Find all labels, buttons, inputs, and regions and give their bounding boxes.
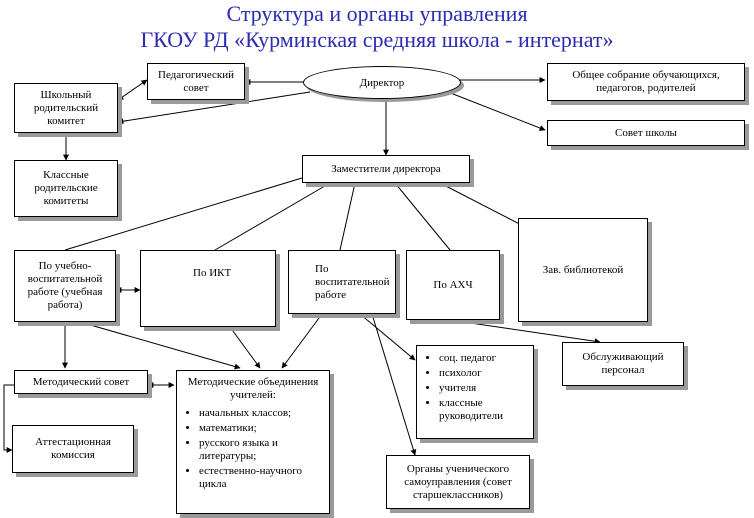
class-parent-committees-box: Классные родительские комитеты — [14, 160, 118, 217]
social-staff-item: классные руководители — [439, 397, 527, 423]
ped-council-label: Педагогический совет — [158, 68, 234, 94]
upbringing-box: По воспитательной работе — [288, 250, 396, 314]
social-staff-list: соц. педагог психолог учителя классные р… — [423, 352, 527, 423]
ikt-box: По ИКТ — [140, 250, 276, 327]
deputies-box: Заместители директора — [302, 155, 470, 183]
general-meeting-label: Общее собрание обучающихся, педагогов, р… — [572, 69, 720, 94]
diagram-title-line-1: Структура и органы управления — [226, 1, 528, 26]
class-parent-committees-label: Классные родительские комитеты — [34, 169, 98, 207]
ikt-label: По ИКТ — [193, 267, 232, 279]
method-assoc-item: русского языка и литературы; — [199, 437, 323, 463]
method-assoc-heading: Методические объединения учителей: — [187, 376, 319, 401]
method-assoc-item: естественно-научного цикла — [199, 465, 323, 491]
method-assoc-item: начальных классов; — [199, 407, 323, 420]
upbringing-label: По воспитательной работе — [315, 263, 390, 301]
school-council-label: Совет школы — [615, 126, 677, 139]
diagram-title-line-2: ГКОУ РД «Курминская средняя школа - инте… — [140, 27, 614, 52]
attestation-box: Аттестационная комиссия — [12, 425, 134, 473]
ahch-box: По АХЧ — [406, 250, 500, 320]
school-council-box: Совет школы — [547, 120, 745, 146]
student-gov-label: Органы ученического самоуправления (сове… — [404, 462, 512, 501]
director-node: Директор — [303, 66, 461, 99]
parent-committee-box: Школьный родительский комитет — [14, 83, 118, 133]
general-meeting-box: Общее собрание обучающихся, педагогов, р… — [547, 63, 745, 101]
method-council-box: Методический совет — [14, 370, 148, 394]
parent-committee-label: Школьный родительский комитет — [33, 88, 99, 127]
social-staff-item: психолог — [439, 367, 527, 380]
method-assoc-list: начальных классов; математики; русского … — [183, 407, 323, 491]
edu-work-box: По учебно-воспитательной работе (учебная… — [14, 250, 116, 322]
social-staff-item: учителя — [439, 382, 527, 395]
library-box: Зав. библиотекой — [518, 218, 648, 322]
social-staff-item: соц. педагог — [439, 352, 527, 365]
method-assoc-box: Методические объединения учителей: начал… — [176, 370, 330, 514]
deputies-label: Заместители директора — [331, 162, 441, 175]
library-label: Зав. библиотекой — [542, 263, 624, 276]
social-staff-box: соц. педагог психолог учителя классные р… — [416, 345, 534, 439]
attestation-label: Аттестационная комиссия — [35, 436, 111, 461]
service-staff-box: Обслуживающий персонал — [562, 342, 684, 386]
ahch-label: По АХЧ — [433, 278, 473, 291]
ped-council-box: Педагогический совет — [147, 63, 245, 100]
edu-work-label: По учебно-воспитательной работе (учебная… — [27, 260, 103, 311]
director-label: Директор — [359, 76, 405, 89]
student-gov-box: Органы ученического самоуправления (сове… — [386, 455, 530, 509]
service-staff-label: Обслуживающий персонал — [582, 351, 664, 376]
method-assoc-item: математики; — [199, 422, 323, 435]
method-council-label: Методический совет — [32, 375, 130, 388]
